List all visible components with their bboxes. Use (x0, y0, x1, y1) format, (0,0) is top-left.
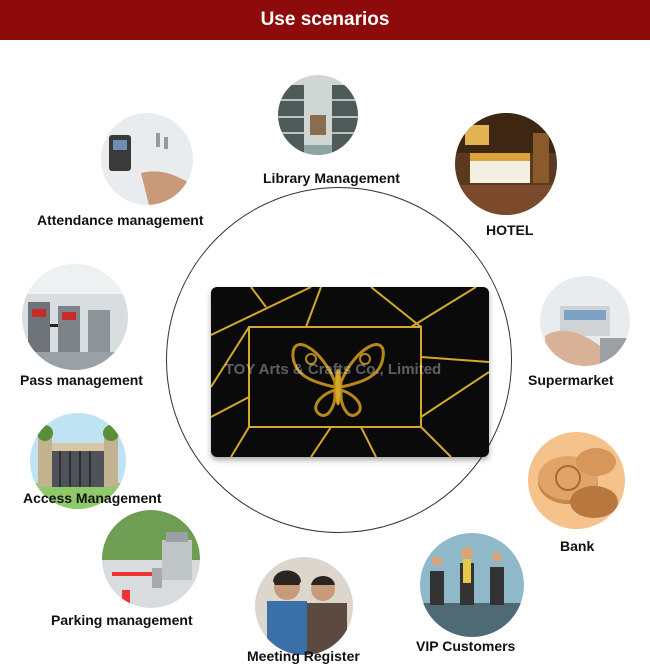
scenario-label-parking: Parking management (51, 612, 193, 628)
scenario-label-vip: VIP Customers (416, 638, 516, 654)
turnstile-photo (22, 264, 128, 370)
hotel-photo (455, 113, 557, 215)
center-circle (166, 187, 512, 533)
attendance-photo (101, 113, 193, 205)
butterfly-icon (291, 343, 385, 417)
parking-photo (102, 510, 200, 608)
scenario-label-hotel: HOTEL (486, 222, 534, 238)
library-photo (278, 75, 358, 155)
cash-register-photo (540, 276, 630, 366)
gym-photo (420, 533, 524, 637)
scenario-label-bank: Bank (560, 538, 595, 554)
watermark-text: TOY Arts & Crafts Co., Limited (224, 361, 442, 378)
scenario-label-meeting: Meeting Register (247, 648, 360, 664)
black-metal-card (211, 287, 489, 457)
scenario-label-library: Library Management (263, 170, 400, 186)
meeting-photo (255, 557, 353, 655)
scenario-label-access: Access Management (23, 490, 162, 506)
header-banner: Use scenarios (0, 0, 650, 40)
scenario-label-pass: Pass management (20, 372, 143, 388)
scenario-label-supermarket: Supermarket (528, 372, 614, 388)
page-title: Use scenarios (260, 9, 390, 30)
coins-photo (528, 432, 625, 529)
scenario-label-attendance: Attendance management (37, 212, 204, 228)
